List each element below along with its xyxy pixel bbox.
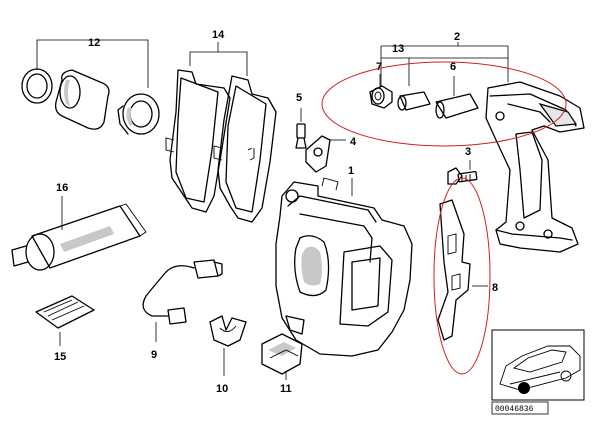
part-9-wear-sensor — [142, 259, 223, 325]
label-9: 9 — [151, 349, 157, 361]
part-15-grease-sachet — [35, 295, 95, 329]
part-8-anti-rattle-spring — [437, 199, 471, 341]
inset-code: 00046836 — [495, 405, 534, 414]
label-4: 4 — [350, 136, 357, 148]
label-10: 10 — [216, 383, 228, 395]
label-3: 3 — [465, 146, 471, 158]
part-6-guide-pins — [397, 91, 479, 119]
label-11: 11 — [280, 383, 292, 395]
part-10-clip — [209, 315, 247, 347]
label-15: 15 — [54, 351, 66, 363]
label-5: 5 — [296, 92, 302, 104]
highlight-ellipse-guide-pins — [321, 61, 567, 147]
part-5-bleed-screw — [295, 123, 307, 149]
vehicle-location-inset: 00046836 — [491, 329, 585, 415]
highlight-ellipse-spring — [433, 177, 491, 375]
front-wheel-marker — [518, 382, 530, 394]
label-6: 6 — [450, 61, 456, 73]
part-11-spring-clip — [261, 333, 303, 375]
label-13: 13 — [392, 43, 404, 55]
part-12-piston-kit — [21, 68, 160, 135]
part-14-brake-pads — [165, 69, 277, 223]
part-1-caliper-housing — [275, 177, 413, 357]
part-4-bleed-cap — [305, 135, 331, 173]
label-16: 16 — [56, 182, 68, 194]
label-12: 12 — [88, 37, 100, 49]
label-7: 7 — [376, 61, 382, 73]
part-3-guide-bolt — [447, 167, 478, 185]
label-14: 14 — [212, 29, 225, 41]
part-16-grease-tube — [11, 203, 147, 271]
label-1: 1 — [348, 165, 354, 177]
label-2: 2 — [454, 31, 460, 43]
label-8: 8 — [492, 282, 498, 294]
part-2-caliper-carrier — [485, 81, 585, 253]
part-7-guide-sleeve-boot — [369, 85, 393, 109]
